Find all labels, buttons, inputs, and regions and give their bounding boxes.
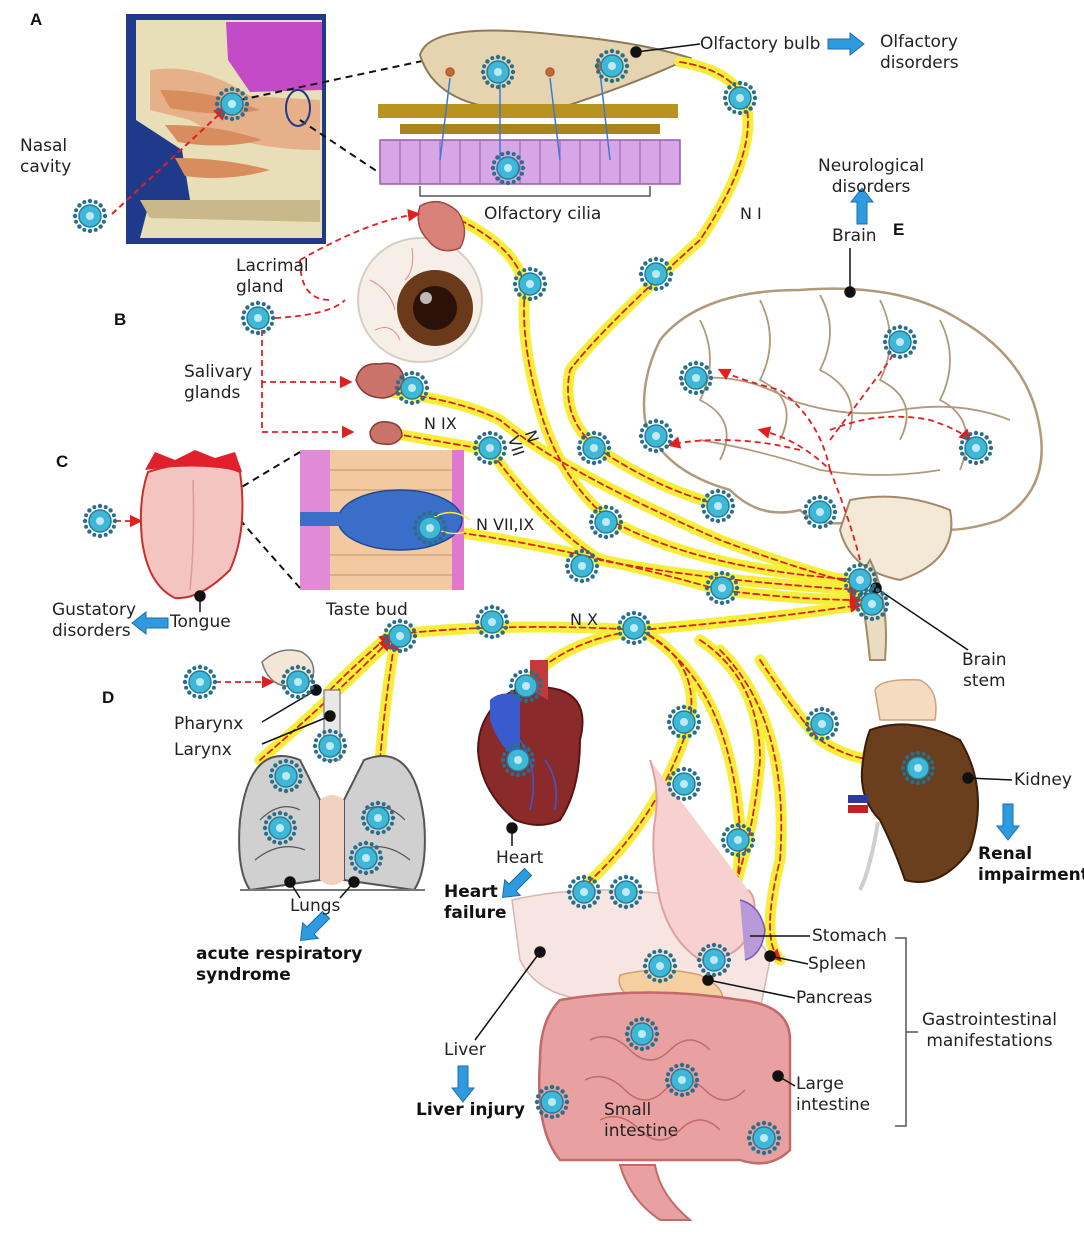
label-brain: Brain — [832, 226, 877, 246]
label-taste-bud: Taste bud — [326, 600, 408, 620]
label-liver-injury: Liver injury — [416, 1100, 525, 1120]
panel-label-e: E — [893, 220, 905, 239]
outcome-arrow-icon — [451, 1065, 475, 1103]
label-liver: Liver — [444, 1040, 486, 1060]
label-tongue: Tongue — [170, 612, 231, 632]
tongue-illustration — [139, 450, 244, 600]
label-olfactory-bulb: Olfactory bulb — [700, 34, 821, 54]
label-gustatory-disorders: Gustatory disorders — [52, 600, 137, 641]
label-renal-impairment: Renal impairment — [978, 844, 1084, 885]
label-olfactory-cilia: Olfactory cilia — [484, 204, 602, 224]
label-brain-stem: Brain stem — [962, 650, 1007, 691]
label-pharynx: Pharynx — [174, 714, 244, 734]
panel-label-b: B — [114, 310, 127, 329]
nasal-cavity-illustration — [111, 14, 326, 244]
virus-particle-icon — [666, 766, 702, 802]
outcome-arrow-icon — [131, 611, 169, 635]
outcome-arrow-icon — [996, 803, 1020, 841]
taste-bud-illustration — [300, 450, 473, 590]
nerve-label-n1: N I — [740, 204, 762, 223]
panel-label-a: A — [30, 10, 43, 29]
label-larynx: Larynx — [174, 740, 232, 760]
label-gastrointestinal-manifestations: Gastrointestinal manifestations — [922, 1010, 1057, 1051]
nerve-label-n10: N X — [570, 610, 599, 629]
virus-particle-icon — [82, 503, 118, 539]
panel-label-d: D — [102, 688, 115, 707]
eye-illustration — [357, 200, 483, 363]
kidney-illustration — [848, 678, 979, 891]
label-stomach: Stomach — [812, 926, 887, 946]
label-small-intestine: Small intestine — [604, 1100, 679, 1141]
virus-particle-icon — [72, 198, 108, 234]
label-nasal-cavity: Nasal cavity — [20, 136, 72, 177]
virus-particle-icon — [240, 300, 276, 336]
salivary-gland-illustration — [355, 362, 405, 446]
label-large-intestine: Large intestine — [796, 1074, 871, 1115]
label-lungs: Lungs — [290, 896, 341, 916]
label-salivary-glands: Salivary glands — [184, 362, 253, 403]
label-spleen: Spleen — [808, 954, 866, 974]
label-olfactory-disorders: Olfactory disorders — [880, 32, 959, 73]
label-neurological-disorders: Neurological disorders — [818, 156, 925, 197]
gastrointestinal-illustration — [511, 759, 792, 1221]
label-heart-failure: Heart failure — [444, 882, 507, 923]
label-pancreas: Pancreas — [796, 988, 873, 1008]
panel-label-c: C — [56, 452, 69, 471]
nerve-label-n9: N IX — [424, 414, 457, 433]
label-heart: Heart — [496, 848, 544, 868]
label-kidney: Kidney — [1014, 770, 1072, 790]
label-lacrimal-gland: Lacrimal gland — [236, 256, 309, 297]
virus-particle-icon — [182, 664, 218, 700]
nerve-label-n79: N VII,IX — [476, 515, 535, 534]
outcome-arrow-icon — [827, 32, 865, 56]
label-acute-respiratory-syndrome: acute respiratory syndrome — [196, 944, 363, 985]
olfactory-bulb-illustration — [378, 29, 693, 197]
